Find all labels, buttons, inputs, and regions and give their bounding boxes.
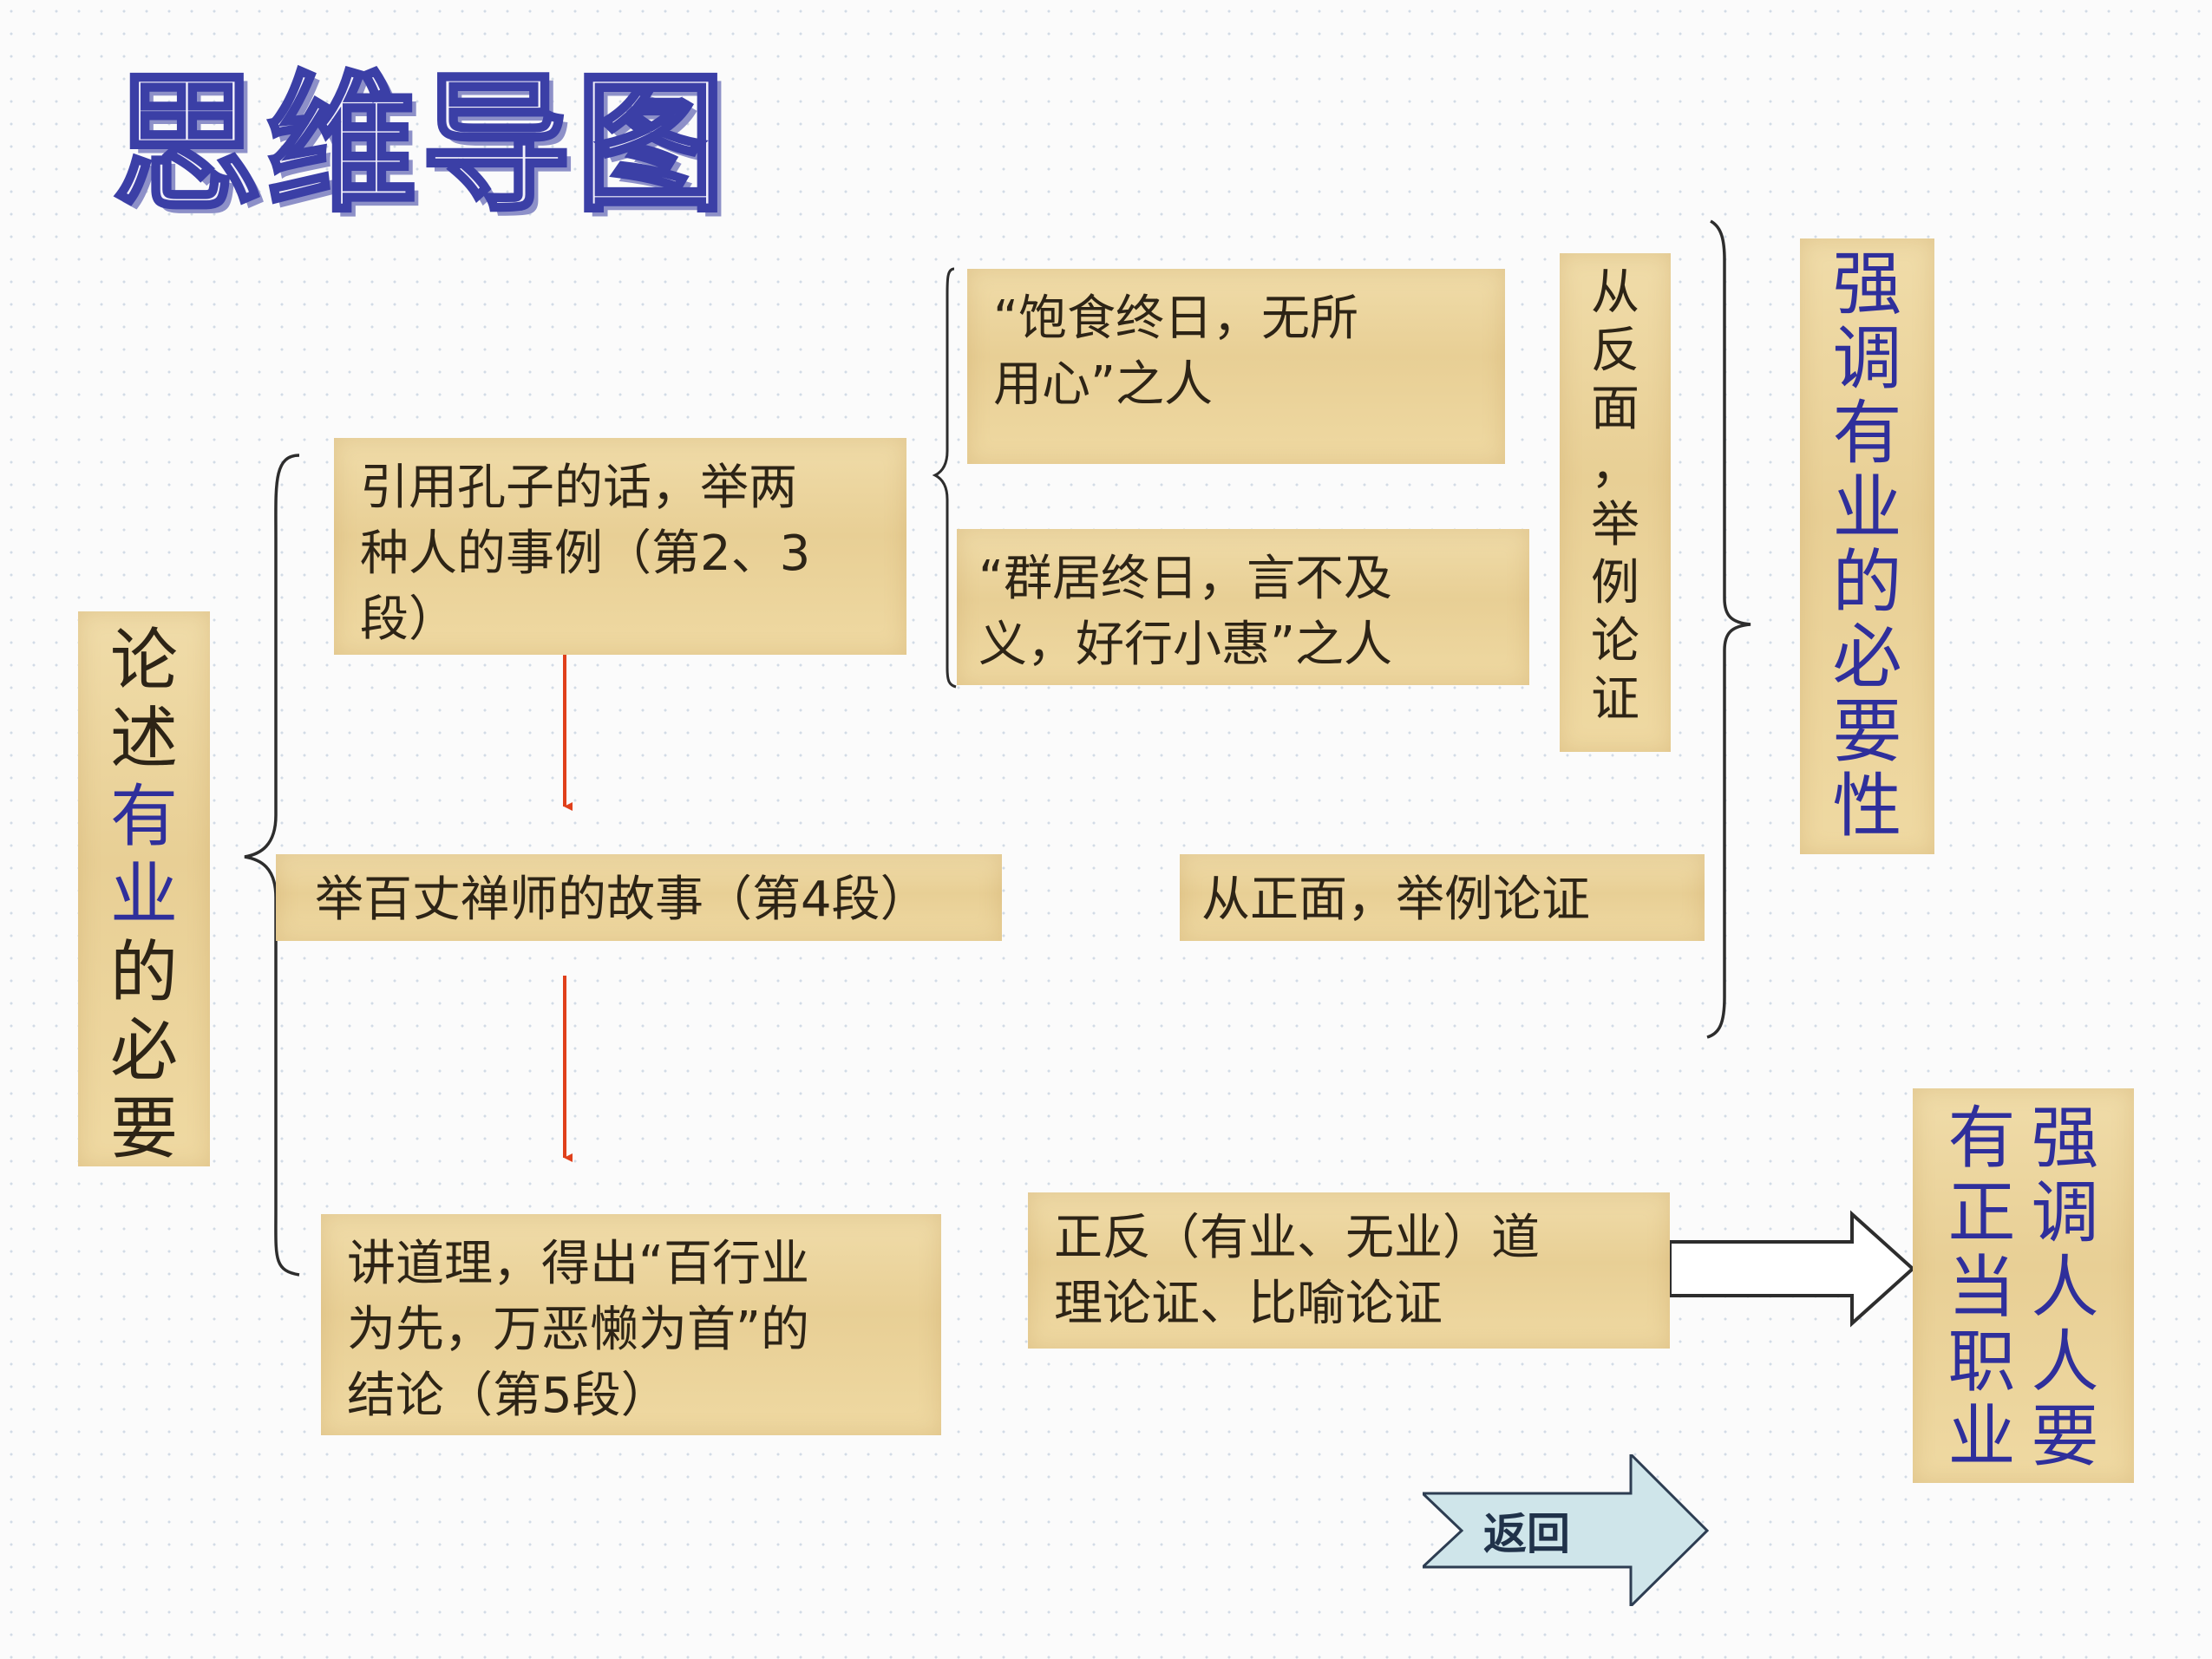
conclusion-proper-occupation: 有 正 当 职 业 强 调 人 人 要 [1913, 1088, 2134, 1483]
method-text: 从正面，举例论证 [1201, 872, 1590, 928]
branch-quote-confucius: 引用孔子的话，举两 种人的事例（第2、3 段） [334, 438, 906, 655]
method-char: 举 [1591, 497, 1639, 553]
conclusion-char: 要 [1832, 691, 1902, 772]
method-char: 反 [1591, 323, 1639, 379]
conclusion-char: 有 [1832, 393, 1902, 474]
root-node: 论 述 有 业 的 必 要 [78, 611, 210, 1168]
example-gathering-person: “群居终日，言不及 义，好行小惠”之人 [957, 529, 1529, 685]
branch-text: 讲道理，得出“百行业 为先，万恶懒为首”的 结论（第5段） [347, 1236, 810, 1424]
example-idle-person: “饱食终日，无所 用心”之人 [967, 269, 1505, 464]
conclusion-arrow-icon [1668, 1210, 1915, 1328]
conclusion-char: 有 [1947, 1100, 2016, 1178]
right-arrow-icon [1423, 1454, 1709, 1606]
root-char: 论 [109, 622, 178, 700]
root-brace [244, 454, 300, 1277]
method-char: 论 [1591, 613, 1639, 669]
branch-text: 引用孔子的话，举两 种人的事例（第2、3 段） [360, 460, 811, 648]
branch-reasoning-conclusion: 讲道理，得出“百行业 为先，万恶懒为首”的 结论（第5段） [321, 1214, 941, 1435]
conclusion-column-1: 强 调 人 人 要 [2032, 1101, 2099, 1483]
root-char: 述 [109, 700, 178, 778]
conclusion-char: 必 [1832, 617, 1902, 697]
conclusion-char: 强 [2031, 1100, 2099, 1178]
examples-brace [932, 267, 957, 689]
root-char: 必 [109, 1012, 178, 1090]
branch-story-baizhang: 举百丈禅师的故事（第4段） [276, 854, 1002, 941]
method-char: 证 [1591, 671, 1639, 728]
conclusion-char: 要 [2031, 1398, 2099, 1476]
conclusion-char: 人 [2031, 1249, 2099, 1327]
root-char-highlight: 有 [109, 778, 178, 856]
root-char: 要 [109, 1090, 178, 1168]
conclusion-char: 调 [2031, 1174, 2099, 1252]
conclusion-char: 业 [1947, 1398, 2016, 1476]
back-button-label: 返回 [1483, 1509, 1570, 1559]
conclusion-char: 性 [1832, 766, 1902, 846]
method-char: 面 [1591, 381, 1639, 437]
conclusion-column-2: 有 正 当 职 业 [1947, 1101, 2015, 1483]
conclusion-necessity: 强 调 有 业 的 必 要 性 [1800, 238, 1934, 854]
conclusion-char: 正 [1947, 1174, 2016, 1252]
method-char: ， [1591, 439, 1639, 495]
method-reasoning-metaphor: 正反（有业、无业）道 理论证、比喻论证 [1028, 1192, 1670, 1349]
method-char: 从 [1591, 265, 1639, 321]
method-text: 正反（有业、无业）道 理论证、比喻论证 [1054, 1210, 1540, 1332]
method-positive-example: 从正面，举例论证 [1180, 854, 1705, 941]
example-text: “群居终日，言不及 义，好行小惠”之人 [978, 551, 1393, 673]
conclusion-char: 人 [2031, 1323, 2099, 1401]
conclusion-char: 当 [1947, 1249, 2016, 1327]
conclusion-char: 职 [1947, 1323, 2016, 1401]
methods-brace [1706, 219, 1751, 1039]
conclusion-char: 业 [1832, 467, 1902, 548]
conclusion-char: 调 [1832, 318, 1902, 399]
branch-text: 举百丈禅师的故事（第4段） [315, 872, 929, 928]
method-negative-example: 从 反 面 ， 举 例 论 证 [1560, 253, 1671, 752]
conclusion-char: 的 [1832, 542, 1902, 623]
conclusion-char: 强 [1832, 244, 1902, 324]
page-title: 思维导图 [111, 56, 730, 232]
back-button[interactable]: 返回 [1423, 1454, 1709, 1606]
root-char: 的 [109, 934, 178, 1012]
example-text: “饱食终日，无所 用心”之人 [993, 291, 1359, 413]
method-char: 例 [1591, 555, 1639, 611]
root-char-highlight: 业 [109, 856, 178, 934]
